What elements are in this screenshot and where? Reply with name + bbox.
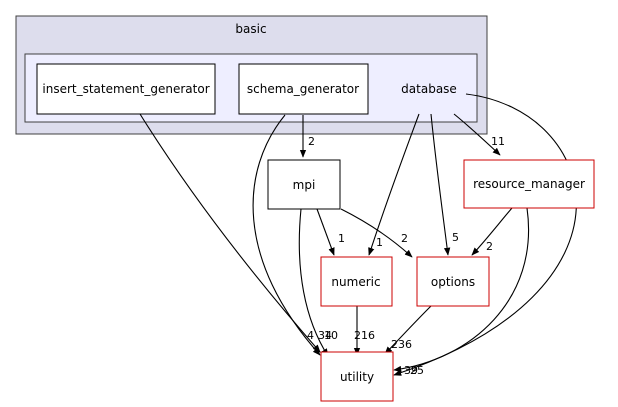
edge-options-to-utility bbox=[384, 305, 432, 355]
edge-label: 10 bbox=[324, 329, 338, 342]
edge-schema-to-utility bbox=[252, 114, 321, 356]
edge-database-to-numeric bbox=[368, 113, 420, 256]
edge-label: 11 bbox=[491, 135, 505, 148]
node-numeric[interactable]: numeric bbox=[320, 256, 393, 307]
edge-label: 1 bbox=[338, 232, 345, 245]
edge-resource-manager-to-utility bbox=[393, 207, 529, 373]
cluster-database-label: database bbox=[401, 82, 457, 96]
node-mpi[interactable]: mpi bbox=[267, 159, 341, 210]
edge-label: 2 bbox=[486, 240, 493, 253]
edge-label: 2 bbox=[308, 135, 315, 148]
edge-database-to-utility bbox=[393, 93, 577, 376]
cluster-basic-label: basic bbox=[235, 22, 266, 36]
edge-database-to-options bbox=[430, 113, 451, 256]
node-insert-statement-generator[interactable]: insert_statement_generator bbox=[36, 63, 216, 115]
edge-mpi-to-numeric bbox=[316, 208, 335, 256]
node-label: numeric bbox=[331, 275, 380, 289]
node-label: utility bbox=[340, 370, 374, 384]
edge-insert-to-utility bbox=[139, 113, 321, 353]
edge-label: 34 bbox=[318, 329, 332, 342]
edge-label: 5 bbox=[452, 231, 459, 244]
node-label: insert_statement_generator bbox=[42, 82, 209, 96]
node-label: mpi bbox=[293, 178, 316, 192]
node-options[interactable]: options bbox=[416, 256, 490, 307]
edge-label: 4 bbox=[307, 329, 314, 342]
node-resource-manager[interactable]: resource_manager bbox=[463, 159, 595, 209]
node-utility[interactable]: utility bbox=[320, 351, 394, 402]
edge-label: 39 bbox=[404, 364, 418, 377]
edge-database-to-resource-manager bbox=[453, 113, 501, 156]
edge-resource-manager-to-options bbox=[471, 207, 513, 256]
edge-mpi-to-options bbox=[340, 208, 413, 258]
edge-label: 1 bbox=[376, 236, 383, 249]
edge-label: 216 bbox=[354, 329, 375, 342]
edge-label: 2 bbox=[401, 232, 408, 245]
node-label: options bbox=[431, 275, 475, 289]
node-schema-generator[interactable]: schema_generator bbox=[238, 63, 369, 115]
edge-mpi-to-utility bbox=[298, 208, 329, 357]
edge-label: 236 bbox=[391, 338, 412, 351]
node-label: schema_generator bbox=[247, 82, 359, 96]
edge-label: 25 bbox=[410, 364, 424, 377]
node-label: resource_manager bbox=[473, 177, 585, 191]
